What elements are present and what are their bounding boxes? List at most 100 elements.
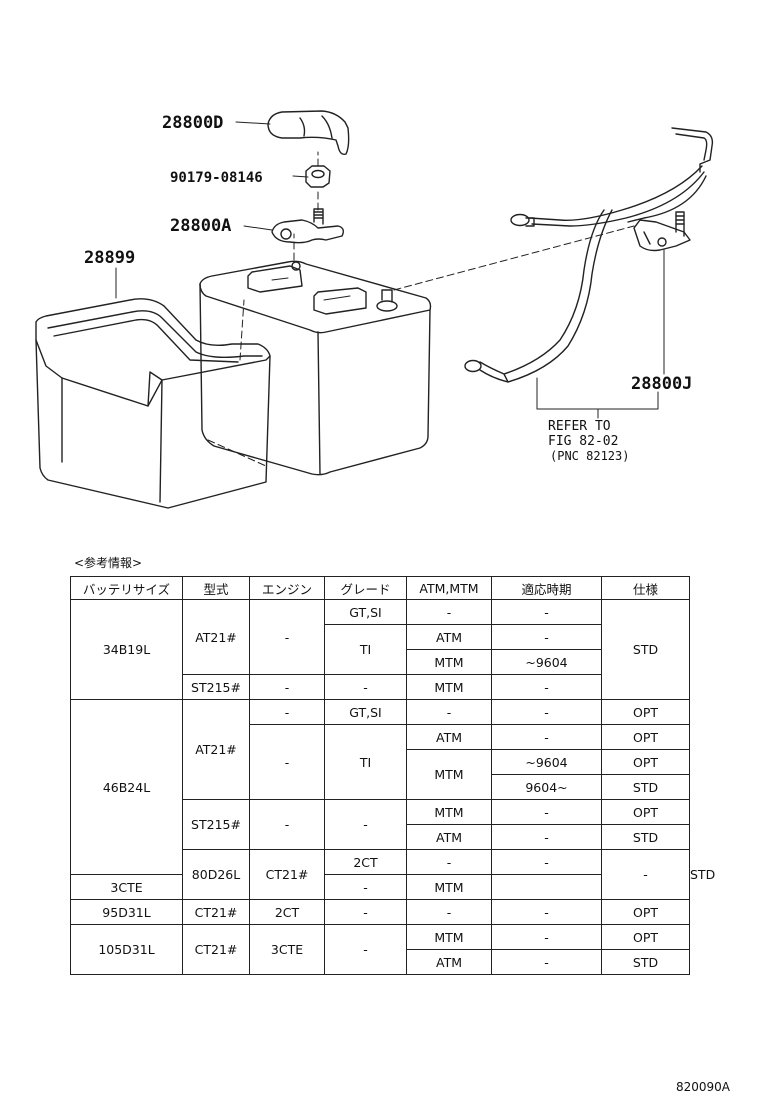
- table-cell: -: [324, 874, 407, 900]
- battery-spec-table: バッテリサイズ 型式 エンジン グレード ATM,MTM 適応時期 仕様 34B…: [70, 576, 715, 975]
- table-cell: -: [249, 674, 325, 700]
- table-row: ATM-STD: [71, 824, 690, 850]
- table-cell: -: [324, 674, 407, 700]
- table-cell: ATM: [406, 724, 492, 750]
- table-cell: -: [491, 799, 602, 825]
- table-cell: -: [406, 899, 492, 925]
- terminal-cover-part: [267, 110, 350, 156]
- table-cell: OPT: [601, 799, 690, 825]
- positive-terminal-part: [271, 208, 345, 244]
- table-cell: 3CTE: [70, 874, 183, 900]
- table-cell: -: [491, 674, 602, 700]
- table-cell: -: [491, 824, 602, 850]
- table-cell: -: [249, 699, 325, 725]
- table-cell: OPT: [601, 699, 690, 725]
- table-cell: -: [601, 849, 690, 900]
- table-cell: OPT: [601, 749, 690, 775]
- table-cell: -: [491, 849, 602, 875]
- table-cell: ST215#: [182, 799, 250, 850]
- table-cell: MTM: [406, 649, 492, 675]
- table-row: ST215#--MTM-OPT: [71, 799, 690, 850]
- reference-info-title: <参考情報>: [74, 556, 143, 570]
- leader-lines: [115, 121, 665, 419]
- table-cell: -: [249, 799, 325, 850]
- table-header-row: バッテリサイズ 型式 エンジン グレード ATM,MTM 適応時期 仕様: [70, 576, 690, 600]
- header-engine: エンジン: [249, 576, 325, 600]
- table-cell: CT21#: [182, 924, 250, 975]
- table-cell: MTM: [406, 674, 492, 700]
- table-cell: 80D26L: [182, 849, 250, 900]
- refer-note-line1: REFER TO: [548, 419, 611, 434]
- table-cell: OPT: [601, 724, 690, 750]
- table-cell: ST215#: [182, 674, 250, 700]
- table-cell: -: [491, 724, 602, 750]
- table-cell: -: [249, 724, 325, 800]
- table-cell: ~9604: [491, 749, 602, 775]
- table-cell: -: [406, 699, 492, 725]
- header-transmission: ATM,MTM: [406, 576, 492, 600]
- header-period: 適応時期: [491, 576, 602, 600]
- table-cell: ATM: [406, 624, 492, 650]
- table-cell: 9604~: [491, 774, 602, 800]
- table-row: ST215#--MTM-: [71, 674, 690, 700]
- table-cell: OPT: [601, 924, 690, 950]
- callout-terminal-cover: 28800D: [162, 113, 223, 133]
- figure-code: 820090A: [676, 1080, 731, 1094]
- table-cell: -: [491, 699, 602, 725]
- guide-lines: [207, 151, 635, 467]
- table-cell: -: [249, 599, 325, 675]
- table-cell: -: [406, 599, 492, 625]
- table-cell: 95D31L: [70, 899, 183, 925]
- table-cell: AT21#: [182, 599, 250, 675]
- callout-cable-terminal: 28800J: [631, 374, 692, 394]
- table-cell: TI: [324, 724, 407, 800]
- callout-positive-terminal: 28800A: [170, 216, 231, 236]
- table-cell: -: [324, 924, 407, 975]
- table-cell: 2CT: [324, 849, 407, 875]
- table-cell: STD: [601, 824, 690, 850]
- table-cell: MTM: [406, 924, 492, 950]
- table-cell: OPT: [601, 899, 690, 925]
- table-cell: -: [324, 899, 407, 925]
- cable-terminal-part: [633, 211, 691, 252]
- table-cell: ~9604: [491, 649, 602, 675]
- table-cell: -: [491, 599, 602, 625]
- table-cell: TI: [324, 624, 407, 675]
- battery-part: [199, 260, 432, 476]
- table-cell: 46B24L: [70, 699, 183, 875]
- header-spec: 仕様: [601, 576, 690, 600]
- table-cell: -: [491, 899, 602, 925]
- battery-parts-diagram: 28800D 90179-08146 28800A 28899 28800J: [35, 110, 714, 509]
- callout-battery-tray: 28899: [84, 248, 135, 268]
- table-cell: -: [406, 849, 492, 875]
- header-battery-size: バッテリサイズ: [70, 576, 183, 600]
- table-cell: 105D31L: [70, 924, 183, 975]
- table-row: 9604~STD: [71, 774, 690, 800]
- table-cell: STD: [601, 774, 690, 800]
- table-cell: ATM: [406, 949, 492, 975]
- table-cell: GT,SI: [324, 599, 407, 625]
- table-cell: -: [324, 799, 407, 850]
- table-cell: MTM: [406, 874, 492, 900]
- table-cell: STD: [601, 949, 690, 975]
- table-cell: -: [491, 924, 602, 950]
- refer-note-line3: (PNC 82123): [550, 449, 629, 463]
- table-cell: CT21#: [182, 899, 250, 925]
- table-row: ATM-STD: [71, 949, 690, 975]
- table-cell: GT,SI: [324, 699, 407, 725]
- callout-nut: 90179-08146: [170, 170, 263, 186]
- table-cell: 2CT: [249, 899, 325, 925]
- table-cell: MTM: [406, 749, 492, 800]
- table-cell: -: [491, 949, 602, 975]
- table-cell: MTM: [406, 799, 492, 825]
- nut-part: [305, 165, 331, 188]
- table-row: 3CTE -MTM: [70, 874, 690, 900]
